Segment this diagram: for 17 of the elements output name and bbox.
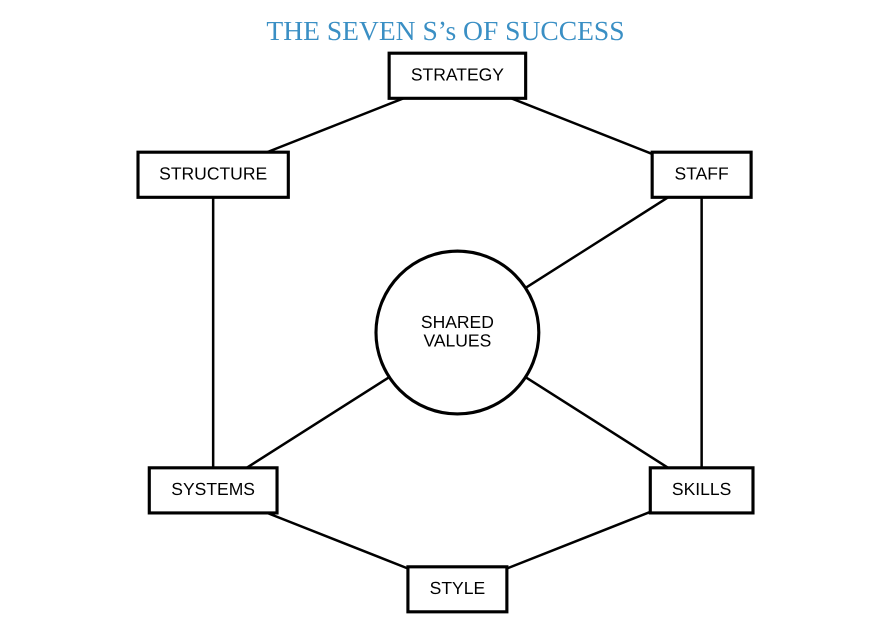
node-box: STRUCTURE — [136, 150, 290, 199]
connector — [525, 376, 669, 469]
diagram-title: THE SEVEN S’s OF SUCCESS — [266, 15, 625, 46]
node-box: STAFF — [650, 150, 753, 199]
connector — [266, 97, 404, 154]
node-circle: SHARED VALUES — [374, 250, 540, 416]
connector — [525, 196, 668, 289]
node-box: SYSTEMS — [148, 466, 279, 514]
connector — [511, 97, 653, 156]
node-box: STRATEGY — [388, 52, 528, 100]
connector — [246, 376, 390, 469]
connector — [212, 197, 214, 468]
connector — [266, 512, 408, 570]
connector — [700, 197, 703, 468]
node-box: STYLE — [406, 565, 508, 614]
node-box: SKILLS — [648, 466, 755, 514]
connector — [506, 510, 650, 570]
